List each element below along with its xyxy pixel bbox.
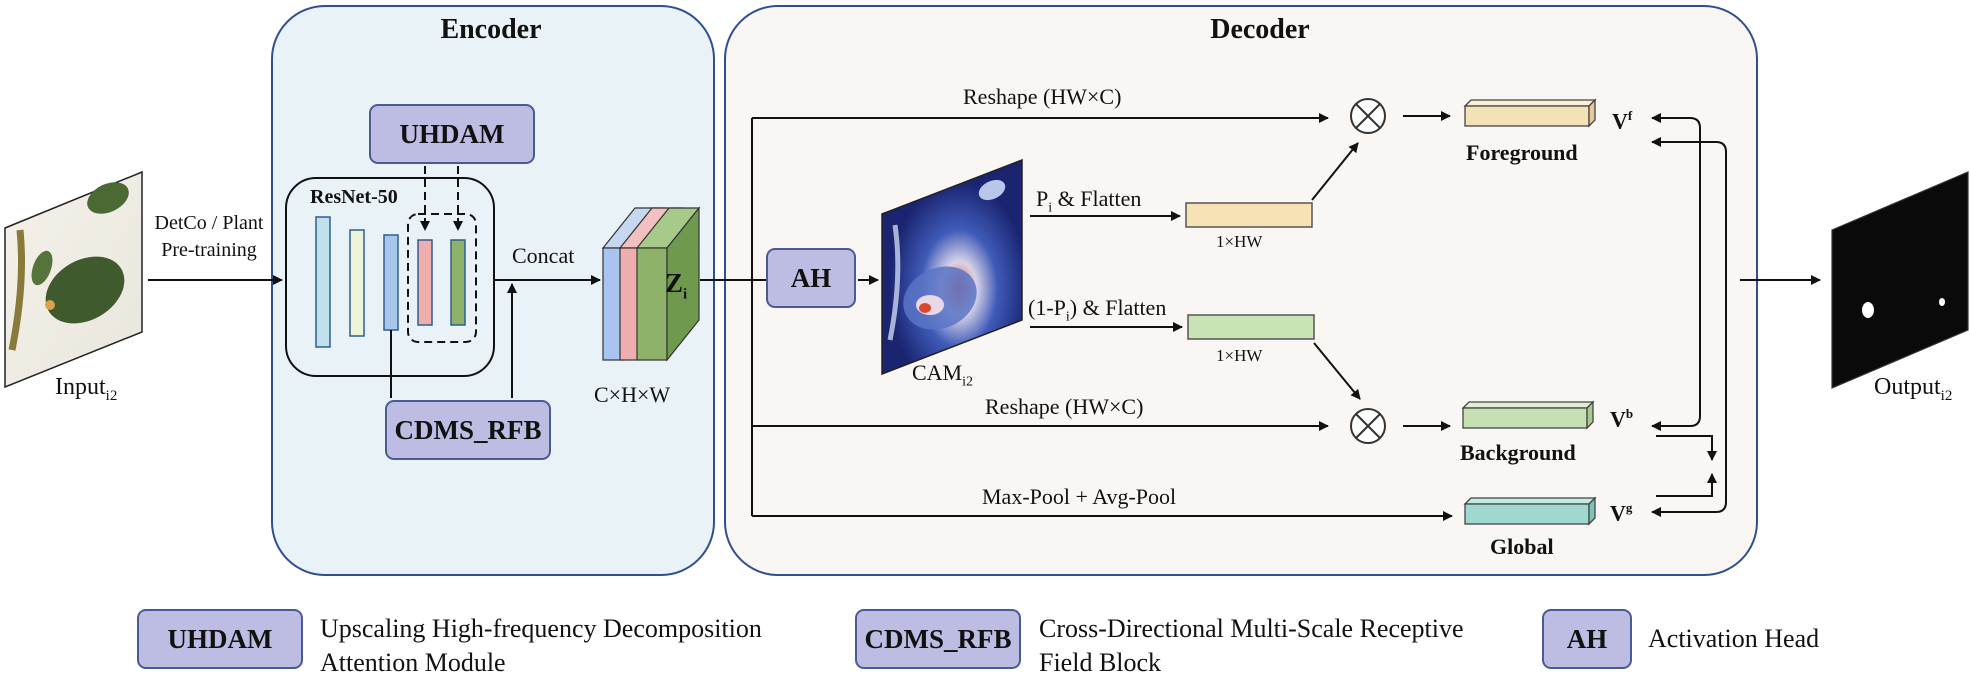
legend-uhdam-badge: UHDAM [137, 609, 303, 669]
pretraining-label: DetCo / Plant Pre-training [154, 212, 264, 261]
global-vector [1463, 496, 1597, 526]
reshape-bottom-label: Reshape (HW×C) [985, 394, 1144, 419]
foreground-label: Foreground [1466, 140, 1578, 165]
resnet-label: ResNet-50 [310, 186, 398, 208]
vb-label: Vb [1610, 406, 1634, 432]
resnet-stage-4 [417, 239, 433, 326]
global-label: Global [1490, 534, 1554, 559]
output-image [1831, 171, 1969, 389]
feature-dims-label: C×H×W [594, 382, 671, 407]
cam-label: CAMi2 [912, 360, 974, 390]
resnet-stage-5 [450, 239, 466, 326]
flatten-bar-foreground [1185, 202, 1313, 228]
legend-cdms-badge: CDMS_RFB [855, 609, 1021, 669]
vf-label: Vf [1612, 108, 1633, 134]
output-label: Outputi2 [1874, 374, 1953, 404]
decoder-title: Decoder [1210, 14, 1310, 45]
legend-cdms-desc: Cross-Directional Multi-Scale Receptive … [1039, 614, 1464, 677]
resnet-stage-1 [315, 216, 331, 348]
resnet-stage-3 [383, 234, 399, 331]
pi-flatten-label: Pi & Flatten [1036, 186, 1142, 216]
encoder-title: Encoder [440, 14, 542, 45]
neg-pi-flatten-label: (1-Pi) & Flatten [1028, 295, 1167, 325]
flatten-bar-background [1187, 314, 1315, 340]
foreground-vector [1463, 98, 1597, 128]
fused-stages-box [407, 213, 477, 343]
input-image [4, 170, 143, 389]
dim-top-label: 1×HW [1216, 232, 1263, 251]
legend-ah-desc: Activation Head [1648, 624, 1820, 653]
cdms-rfb-module: CDMS_RFB [385, 400, 551, 460]
cam-image [881, 158, 1023, 376]
background-label: Background [1460, 440, 1576, 465]
background-vector [1461, 400, 1595, 430]
vg-label: Vg [1610, 500, 1633, 526]
uhdam-module: UHDAM [369, 104, 535, 164]
feature-stack [601, 206, 701, 362]
legend-ah-badge: AH [1542, 609, 1632, 669]
input-label: Inputi2 [55, 374, 118, 404]
resnet-stage-2 [349, 229, 365, 337]
z-label: Zi [665, 268, 688, 303]
concat-label: Concat [512, 243, 575, 268]
legend-uhdam-desc: Upscaling High-frequency Decomposition A… [320, 614, 762, 677]
multiply-bottom [1350, 408, 1386, 444]
multiply-top [1350, 98, 1386, 134]
dim-bottom-label: 1×HW [1216, 346, 1263, 365]
reshape-top-label: Reshape (HW×C) [963, 84, 1122, 109]
ah-module: AH [766, 248, 856, 308]
pool-label: Max-Pool + Avg-Pool [982, 484, 1177, 509]
